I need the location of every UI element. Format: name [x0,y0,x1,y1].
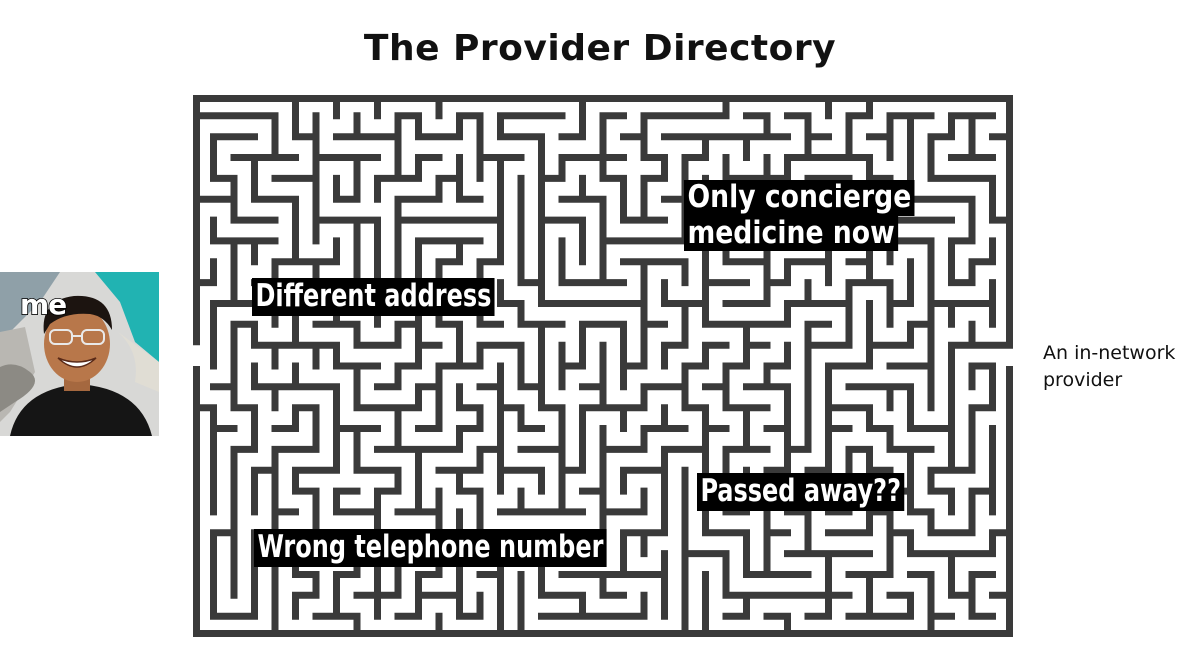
goal-line1: An in-network [1043,342,1176,364]
label-concierge-line2: medicine now [684,215,899,252]
me-caption: me [19,287,68,322]
maze-border [193,95,1013,637]
slide-title: The Provider Directory [363,28,837,69]
label-concierge-line1: Only concierge [684,180,915,216]
goal-text: An in-network provider [1043,340,1200,393]
goal-line2: provider [1043,368,1123,391]
label-wrong-telephone: Wrong telephone number [254,529,607,567]
label-concierge-medicine: Only concierge medicine now [684,180,915,252]
label-different-address: Different address [252,278,495,316]
person-photo [0,272,159,436]
label-passed-away: Passed away?? [697,473,905,511]
